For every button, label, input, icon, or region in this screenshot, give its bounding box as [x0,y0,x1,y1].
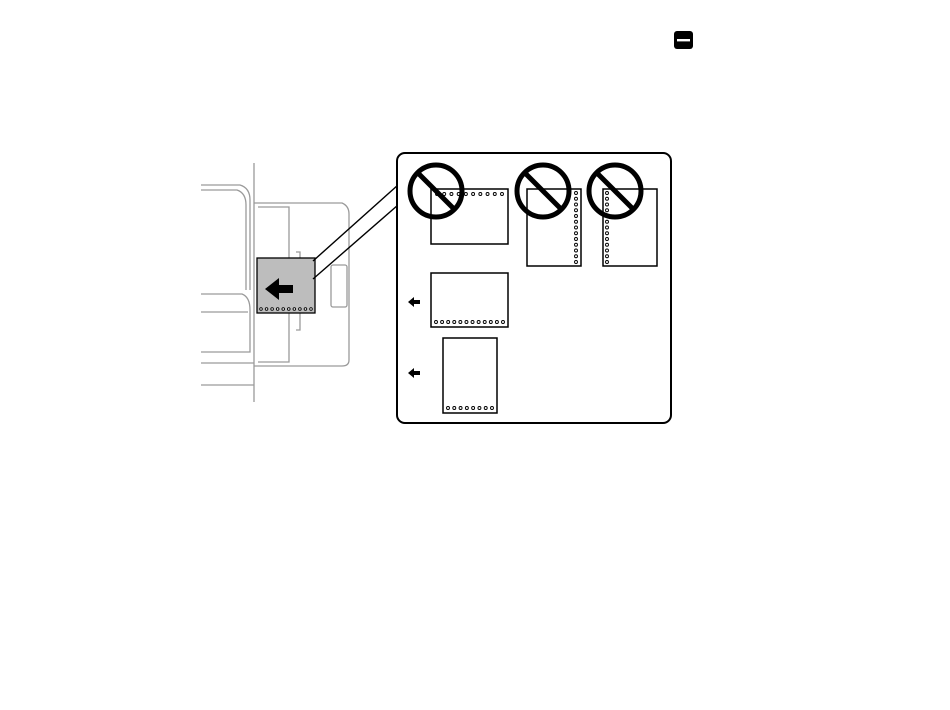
punch-hole [459,407,462,410]
punch-hole [575,238,578,241]
punch-hole [441,321,444,324]
punch-hole [575,261,578,264]
punch-hole [575,215,578,218]
punch-hole [465,321,468,324]
punch-hole [575,232,578,235]
punch-hole [606,220,609,223]
punch-hole [575,192,578,195]
punch-hole [606,255,609,258]
punch-hole [501,193,504,196]
punch-hole [606,203,609,206]
punch-hole [265,308,268,311]
punch-hole [479,193,482,196]
punch-hole [575,243,578,246]
punch-hole [435,321,438,324]
punch-hole [293,308,296,311]
punch-hole [459,321,462,324]
punch-hole [260,308,263,311]
punch-hole [606,226,609,229]
punch-hole [495,321,498,324]
printer-tray-icon [674,31,693,49]
punch-hole [447,407,450,410]
punch-hole [575,249,578,252]
punch-hole [464,193,467,196]
punch-hole [484,407,487,410]
inset-option-portrait-left-holes [603,189,657,266]
punch-hole [502,321,505,324]
punch-hole [606,197,609,200]
callout-line-bottom [313,205,398,279]
punch-hole [575,203,578,206]
punch-hole [478,407,481,410]
punch-hole [271,308,274,311]
punch-hole [606,192,609,195]
punch-hole [606,249,609,252]
punch-hole [282,308,285,311]
punch-hole [575,226,578,229]
punch-hole [304,308,307,311]
punch-hole [575,220,578,223]
punch-hole [453,321,456,324]
loaded-paper [257,258,315,313]
punch-hole [447,321,450,324]
punch-hole [465,407,468,410]
punch-hole [606,261,609,264]
punch-hole [477,321,480,324]
punch-hole [575,197,578,200]
punch-hole [287,308,290,311]
punch-hole [471,321,474,324]
punch-hole [486,193,489,196]
punch-hole [453,407,456,410]
punch-hole [606,238,609,241]
punch-hole [472,193,475,196]
punch-hole [299,308,302,311]
punch-hole [575,255,578,258]
inset-option-landscape-bottom-holes [431,273,508,327]
punch-hole [489,321,492,324]
punch-hole [575,209,578,212]
punch-hole [276,308,279,311]
punch-hole [606,243,609,246]
punch-hole [483,321,486,324]
punch-hole [491,407,494,410]
callout-line-top [313,185,398,261]
punch-hole [606,209,609,212]
punch-hole [606,232,609,235]
punch-hole [472,407,475,410]
punch-hole [493,193,496,196]
inset-option-portrait-bottom-holes [443,338,497,413]
punch-hole [450,193,453,196]
punch-hole [310,308,313,311]
